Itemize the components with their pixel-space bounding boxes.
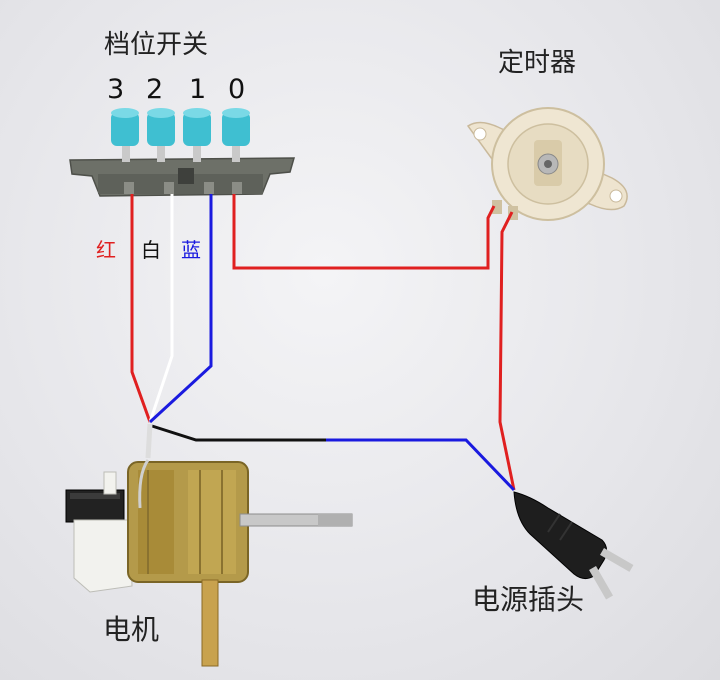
timer-title: 定时器 (498, 48, 577, 78)
blue-wire (148, 194, 213, 424)
switch-button-3 (111, 108, 139, 162)
wire-label-red: 红 (96, 238, 116, 262)
white-wire (148, 194, 174, 423)
red-wire-switch-to-timer (232, 194, 496, 270)
position-label-3: 3 (107, 74, 125, 105)
motor-title: 电机 (103, 613, 160, 646)
plug-title: 电源插头 (472, 583, 585, 616)
switch-button-2 (147, 108, 175, 162)
wire-label-blue: 蓝 (181, 238, 201, 262)
black-wire (151, 424, 326, 442)
position-label-0: 0 (228, 74, 246, 105)
gear-switch (69, 157, 295, 197)
red-wire-switch-to-motor (130, 194, 152, 423)
motor (65, 459, 353, 667)
power-plug (513, 491, 634, 600)
red-wire-timer-to-plug (498, 211, 516, 491)
position-label-1: 1 (189, 74, 207, 105)
wire-label-white: 白 (141, 238, 161, 262)
blue-wire-to-plug (326, 438, 516, 492)
switch-title: 档位开关 (104, 30, 209, 60)
switch-button-1 (183, 108, 211, 162)
position-label-2: 2 (146, 74, 164, 105)
timer (466, 107, 628, 221)
switch-button-0 (222, 108, 250, 162)
